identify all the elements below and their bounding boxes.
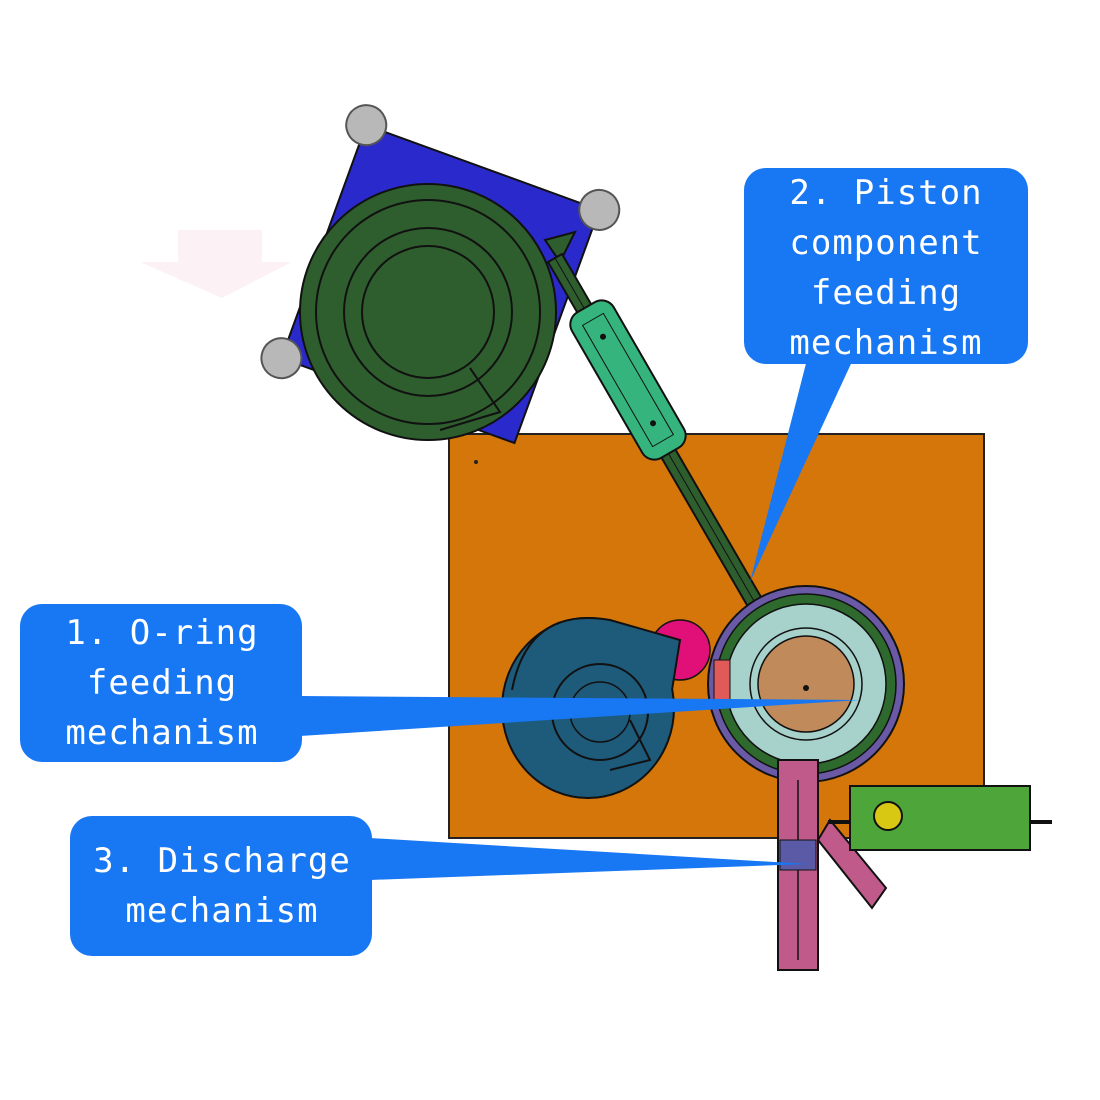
- callout-discharge: [70, 816, 808, 956]
- discharge-chute: [777, 759, 888, 971]
- feed-direction-arrow-icon: [140, 230, 292, 298]
- oring-line-3: mechanism: [65, 713, 259, 753]
- piston-line-3: feeding: [810, 273, 962, 313]
- callout-oring: [20, 604, 860, 762]
- base-plate: [448, 433, 985, 839]
- piston-line-1: 2. Piston: [789, 173, 983, 213]
- rotary-turntable: [707, 585, 905, 783]
- discharge-line-2: mechanism: [125, 891, 319, 931]
- piston-line-4: mechanism: [789, 323, 983, 363]
- piston-line-2: component: [789, 223, 983, 263]
- callout-piston: [744, 168, 1028, 582]
- frame-foot-icon: [578, 188, 621, 231]
- discharge-line-1: 3. Discharge: [93, 841, 351, 881]
- oring-callout-label: 1. O-ring feeding mechanism: [22, 608, 302, 758]
- rail-clamp: [569, 299, 687, 461]
- oring-feeder-bowl: [501, 617, 711, 799]
- oring-line-1: 1. O-ring: [65, 613, 259, 653]
- piston-callout-label: 2. Piston component feeding mechanism: [746, 168, 1026, 368]
- oring-line-2: feeding: [86, 663, 238, 703]
- discharge-cylinder: [828, 785, 1052, 851]
- discharge-callout-label: 3. Discharge mechanism: [72, 836, 372, 936]
- frame-foot-icon: [345, 104, 388, 147]
- frame-foot-icon: [260, 337, 303, 380]
